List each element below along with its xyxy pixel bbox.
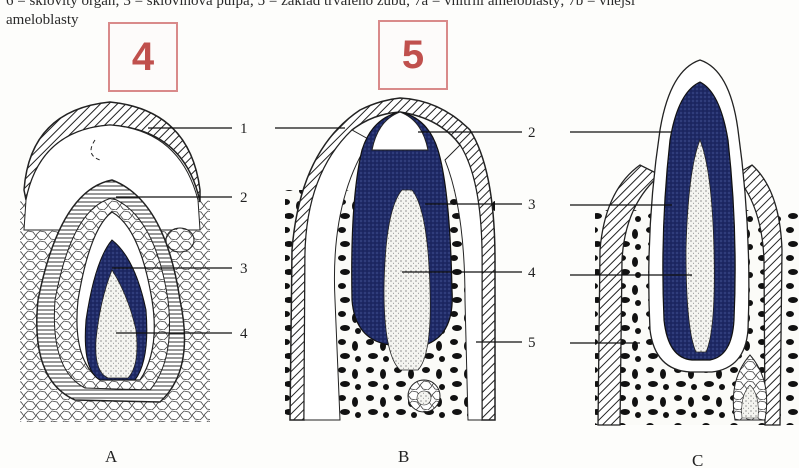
panel-a-drawing xyxy=(20,102,210,422)
panel-b-drawing xyxy=(285,98,495,420)
callout-a-1: 1 xyxy=(240,121,248,137)
callout-b-2: 2 xyxy=(528,125,536,141)
panel-label-a: A xyxy=(105,447,118,466)
panel-c-drawing xyxy=(595,60,799,425)
callout-b-3: 3 xyxy=(528,197,536,213)
callout-a-2: 2 xyxy=(240,190,248,206)
highlight-box-5: 5 xyxy=(378,20,448,90)
callout-b-4: 4 xyxy=(528,265,536,281)
panel-label-b: B xyxy=(398,447,409,466)
panel-label-c: C xyxy=(692,451,703,468)
callout-a-4: 4 xyxy=(240,326,248,342)
callout-b-5: 5 xyxy=(528,335,536,351)
callout-a-3: 3 xyxy=(240,261,248,277)
highlight-box-4: 4 xyxy=(108,22,178,92)
